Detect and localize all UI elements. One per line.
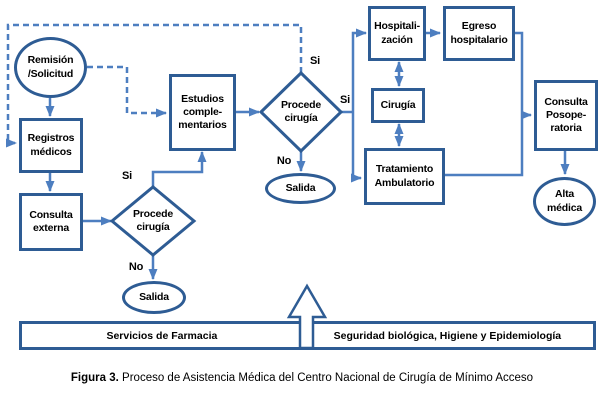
node-tratamiento-ambulatorio: Tratamiento Ambulatorio [364,148,445,205]
diamond-procede-cirugia-1 [109,185,197,257]
node-salida-1-label: Salida [139,290,169,303]
edge-egreso-tratamiento-trunk [445,31,524,177]
node-alta-medica: Alta médica [533,177,596,226]
node-hospitalizacion-label: Hospitali- zación [374,20,420,46]
edge-junction-hospitalizacion [351,28,367,178]
support-up-arrow [286,283,328,350]
node-consulta-externa: Consulta externa [19,193,83,251]
node-estudios-complementarios: Estudios comple- mentarios [169,74,236,151]
figure-caption-number: Figura 3. [70,372,119,384]
node-cirugia: Cirugía [371,88,425,123]
support-bar-right-label: Seguridad biológica, Higiene y Epidemiol… [333,329,562,342]
edge-label-si-procede2-right: Si [340,94,350,106]
node-estudios-complementarios-label: Estudios comple- mentarios [178,92,227,132]
node-remision-solicitud: Remisión /Solicitud [14,37,87,98]
edge-label-no-procede2: No [276,155,292,167]
node-consulta-externa-label: Consulta externa [29,208,73,234]
node-registros-medicos: Registros médicos [19,118,83,173]
support-bar-left-label: Servicios de Farmacia [106,329,218,342]
diamond-procede-cirugia-2 [258,70,344,154]
node-alta-medica-label: Alta médica [547,188,582,214]
edge-label-si-procede1: Si [122,170,132,182]
node-remision-solicitud-label: Remisión /Solicitud [27,54,74,80]
figure-caption-text: Proceso de Asistencia Médica del Centro … [122,372,534,384]
node-procede-cirugia-2-label: Procede cirugía [280,98,322,124]
node-cirugia-label: Cirugía [380,98,416,111]
edge-label-no-procede1: No [128,261,144,273]
node-salida-2-label: Salida [285,181,316,194]
node-registros-medicos-label: Registros médicos [27,132,75,158]
node-consulta-posoperatoria-label: Consulta Posope- ratoria [544,95,588,135]
figure-caption: Figura 3. Proceso de Asistencia Médica d… [0,372,604,384]
edge-procede2-si-registros-feedback-dashed [6,23,303,148]
node-procede-cirugia-1-label: Procede cirugía [132,207,174,233]
edge-procede1-si-estudios [151,151,207,187]
node-consulta-posoperatoria: Consulta Posope- ratoria [534,80,598,151]
edge-remision-estudios-dashed [87,65,167,118]
node-tratamiento-ambulatorio-label: Tratamiento Ambulatorio [374,163,435,189]
node-hospitalizacion: Hospitali- zación [368,6,426,61]
node-salida-2: Salida [265,173,336,204]
node-salida-1: Salida [122,281,186,314]
edge-label-si-procede2-top: Si [310,55,320,67]
node-egreso-hospitalario: Egreso hospitalario [443,6,515,61]
node-egreso-hospitalario-label: Egreso hospitalario [450,20,508,46]
